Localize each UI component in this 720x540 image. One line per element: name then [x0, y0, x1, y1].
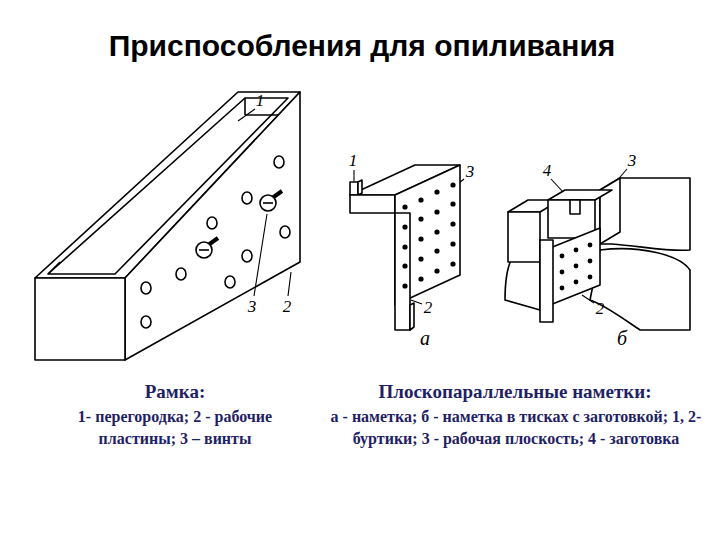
workpiece-top	[548, 190, 612, 200]
dot	[588, 259, 593, 264]
callout-number: 3	[466, 163, 475, 180]
figure-letter: б	[617, 328, 627, 348]
dot	[560, 270, 565, 275]
gauge-lip	[350, 182, 358, 195]
frame-hole	[207, 217, 217, 229]
leader-line	[238, 109, 255, 121]
frame-partition	[244, 98, 246, 115]
callout-number: 1	[349, 152, 358, 169]
caption-body: а - наметка; б - наметка в тисках с заго…	[330, 406, 702, 451]
gauge-a-dots	[402, 182, 455, 288]
gauge-bar-front	[350, 195, 395, 213]
frame-side-face	[125, 92, 300, 360]
dot	[450, 261, 455, 266]
hand-outline	[590, 249, 690, 330]
gauge-b-dots	[560, 243, 593, 291]
callout-number: 1	[256, 92, 265, 109]
caption-body: 1- перегородка; 2 - рабочие пластины; 3 …	[38, 406, 312, 451]
gauge-a-drawing	[350, 165, 460, 330]
dot	[450, 221, 455, 226]
dot	[434, 229, 439, 234]
screw-slot	[263, 202, 273, 204]
vise-jaw-left-front	[508, 212, 540, 262]
gauge-bottom-flange	[410, 303, 414, 330]
dot	[434, 248, 439, 253]
dot	[402, 283, 407, 288]
frame-hole	[176, 268, 186, 280]
callout-number: 3	[248, 298, 257, 315]
dot	[418, 256, 423, 261]
dot	[574, 280, 579, 285]
figure-letter: а	[420, 328, 430, 348]
dot	[560, 286, 565, 291]
dot	[434, 209, 439, 214]
vise-jaw-right	[600, 178, 690, 250]
gauge-b-drawing	[505, 178, 690, 330]
dot	[574, 248, 579, 253]
callout-number: 2	[424, 299, 433, 316]
gauge-lip	[358, 180, 362, 195]
dot	[402, 263, 407, 268]
frame-hole	[225, 276, 235, 288]
screw-slot	[199, 249, 209, 251]
callout-number: 2	[283, 298, 292, 315]
screw-head	[196, 242, 212, 258]
callout-number: 4	[543, 162, 552, 179]
dot	[588, 243, 593, 248]
dot	[418, 236, 423, 241]
workpiece-notch	[570, 200, 580, 214]
dot	[560, 254, 565, 259]
dot	[402, 244, 407, 249]
leader-line	[288, 272, 291, 296]
page-title: Приспособления для опиливания	[109, 29, 616, 63]
frame-hole	[274, 156, 284, 168]
frame-hole	[141, 316, 151, 328]
frame-drawing	[35, 92, 300, 360]
frame-hole	[242, 250, 252, 262]
dot	[450, 241, 455, 246]
leader-line	[353, 170, 354, 181]
frame-hole	[242, 192, 252, 204]
gauge-bottom-flange	[540, 240, 553, 322]
dot	[402, 204, 407, 209]
dot	[450, 201, 455, 206]
dot	[418, 216, 423, 221]
frame-hole	[280, 226, 290, 238]
frame-end-face	[35, 278, 125, 360]
caption-heading: Рамка:	[145, 381, 206, 403]
screw-head	[260, 195, 276, 211]
frame-hole	[141, 282, 151, 294]
callout-number: 2	[596, 300, 605, 317]
dot	[574, 264, 579, 269]
dot	[418, 276, 423, 281]
dot	[434, 268, 439, 273]
dot	[402, 224, 407, 229]
vise-jaw-right-face	[600, 178, 620, 244]
gauge-bottom-flange	[395, 213, 410, 330]
dot	[588, 275, 593, 280]
frame-inner-edge	[48, 262, 60, 274]
leader-line	[254, 214, 267, 296]
caption-heading: Плоскопараллельные наметки:	[378, 381, 651, 403]
dot	[450, 182, 455, 187]
dot	[434, 189, 439, 194]
callout-number: 3	[628, 152, 637, 169]
dot	[418, 197, 423, 202]
